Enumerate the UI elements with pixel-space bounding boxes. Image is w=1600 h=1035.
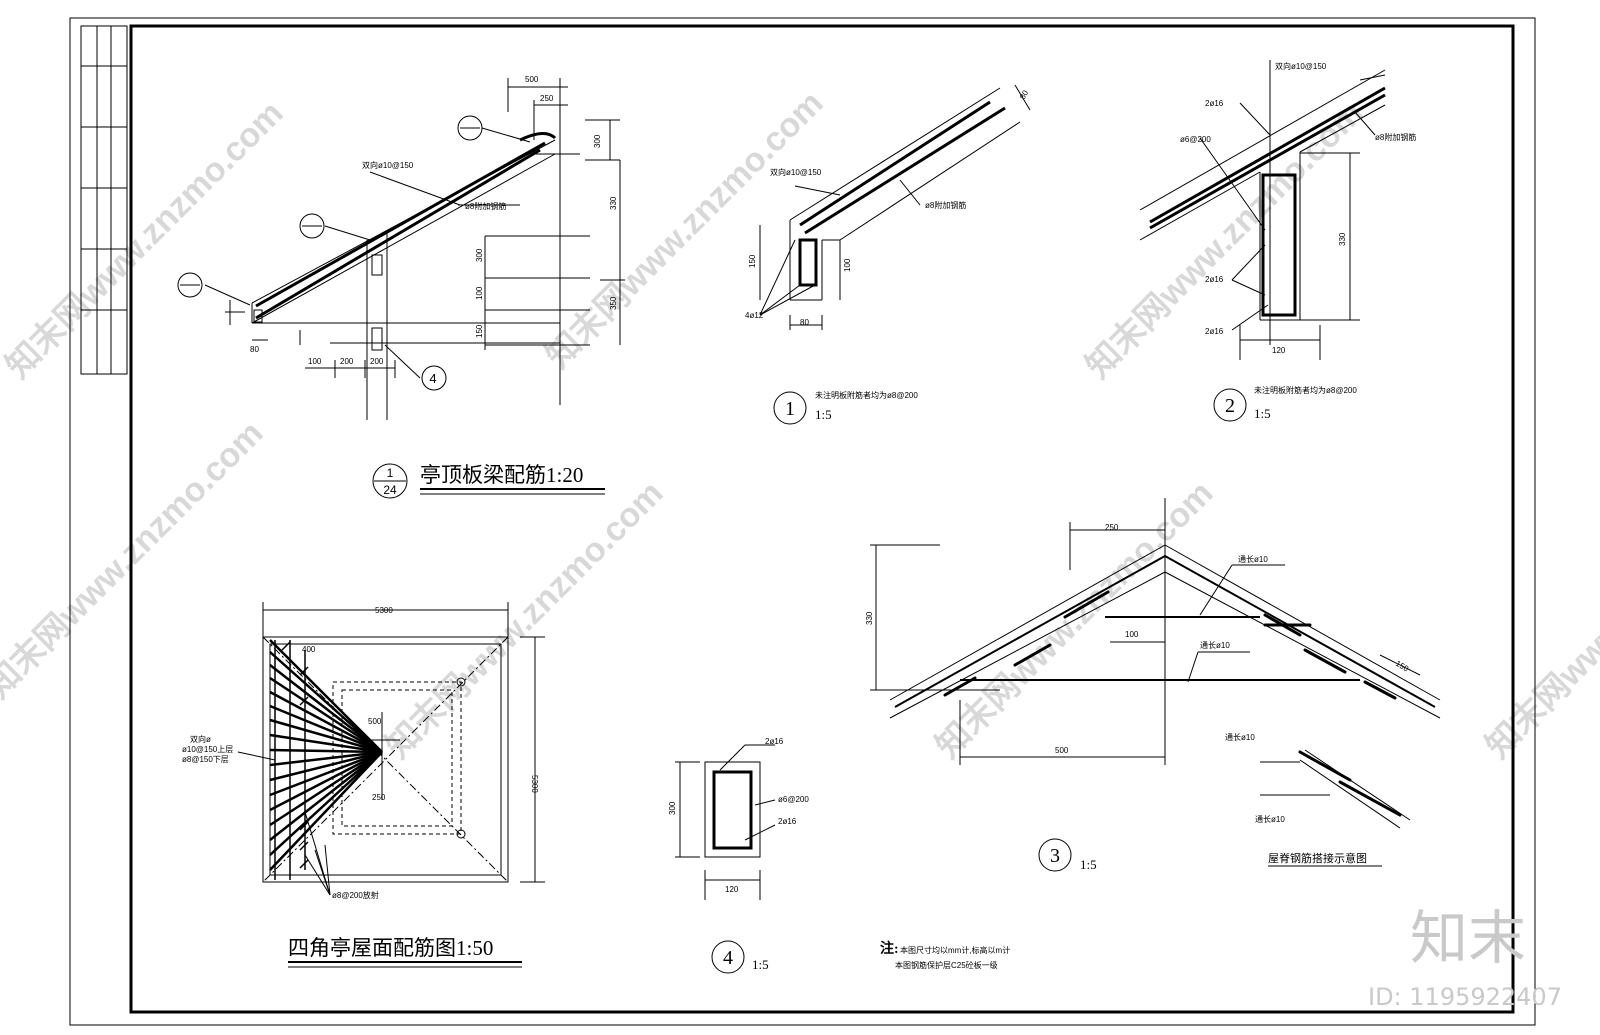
section-title: 1 24 亭顶板梁配筋1:20 [372,463,605,499]
rebar-label: 通长ø10 [1238,554,1268,564]
general-notes: 注: 本图尺寸均以mm计,标高以m计 本图钢筋保护层C25砼板一级 [880,940,1010,970]
rebar-label: 通长ø10 [1200,640,1230,650]
dimension: 350 [609,296,618,310]
detail-4-drawing: 2ø16 ø6@200 2ø16 300 120 4 1:5 [668,737,809,974]
rebar-label: ø8附加钢筋 [925,200,966,210]
rebar-label: 4ø12 [745,311,764,320]
detail-scale: 1:5 [752,957,769,972]
rebar-label: 2ø16 [778,817,797,826]
watermarks: 知末网www.znzmo.com 知末网www.znzmo.com 知末网www… [0,84,1600,766]
rebar-label: 2ø16 [1205,99,1224,108]
dimension: 200 [370,357,384,366]
dimension: 150 [475,324,484,338]
dimension: 100 [1125,630,1139,639]
dimension: 250 [1105,523,1119,532]
plan-title-text: 四角亭屋面配筋图1:50 [288,936,493,960]
detail-scale: 1:5 [815,407,832,422]
rebar-label: 双向ø10@150 [1275,61,1327,71]
dimension: 100 [475,286,484,300]
detail-note: 未注明板附筋者均为ø8@200 [1254,385,1357,395]
ridge-lap-title: 屋脊钢筋搭接示意图 [1268,851,1367,865]
dimension: 120 [725,885,739,894]
watermark-text: 知末网www.znzmo.com [1479,474,1600,766]
brand-id: ID: 1195922407 [1368,983,1562,1011]
rebar-label: 2ø16 [1205,327,1224,336]
section-sheet: 24 [383,483,397,497]
brand-logo: 知末 [1410,904,1526,972]
watermark-text: 知末网www.znzmo.com [0,94,291,386]
dimension: 120 [1272,346,1286,355]
note-line: 本图钢筋保护层C25砼板一级 [895,960,998,970]
detail-scale: 1:5 [1080,857,1097,872]
dimension: 300 [668,801,677,815]
rebar-label: ø6@200 [1180,135,1211,144]
dimension: 330 [609,196,618,210]
dimension: 250 [540,94,554,103]
dimension: 330 [1338,232,1347,246]
dimension: 100 [308,357,322,366]
dimension: 5300 [530,775,539,793]
dimension: 80 [1018,88,1031,101]
rebar-label: ø10@150上层 [182,745,233,754]
watermark-text: 知末网www.znzmo.com [0,414,271,706]
section-number: 1 [387,466,394,480]
dimension: 250 [372,793,386,802]
rebar-label: 双向ø10@150 [770,167,822,177]
detail-scale: 1:5 [1254,406,1271,421]
detail-callout: 3 [1050,845,1060,867]
dimension: 330 [865,611,874,625]
detail-callout: 2 [1225,395,1235,417]
watermark-text: 知末网www.znzmo.com [379,474,671,766]
drawing-frame [69,17,1536,1026]
detail-2-drawing: 双向ø10@150 2ø16 ø6@200 ø8附加钢筋 2ø16 2ø16 3… [1139,60,1416,422]
rebar-label: ø8附加钢筋 [1375,132,1416,142]
rebar-label: 双向ø10@150 [362,160,414,170]
dimension: 300 [475,248,484,262]
rebar-label: ø8@200放射 [332,890,379,900]
dimension: 400 [302,645,316,654]
detail-1-drawing: 双向ø10@150 ø8附加钢筋 4ø12 150 100 80 80 未注明板… [745,84,1031,425]
dimension: 500 [1055,746,1069,755]
detail-note: 未注明板附筋者均为ø8@200 [815,390,918,400]
dimension: 80 [250,345,259,354]
roof-plan-drawing: 5300 5300 400 500 250 双向ø ø10@150上层 ø8@1… [182,602,545,968]
watermark-text: 知末网www.znzmo.com [539,84,831,376]
rebar-label: 双向ø [190,734,211,744]
note-label: 注: [880,940,899,957]
rebar-label: 通长ø10 [1255,814,1285,824]
rebar-label: 通长ø10 [1225,732,1255,742]
detail-3-drawing: 250 330 100 500 150 通长ø10 通长ø10 通长ø10 通长… [865,498,1441,872]
dimension: 200 [340,357,354,366]
brand-watermark: 知末 ID: 1195922407 [1368,904,1562,1011]
dimension: 150 [1394,659,1411,674]
rebar-label: ø8附加钢筋 [465,201,506,211]
dimension: 80 [800,318,809,327]
rebar-label: 2ø16 [1205,275,1224,284]
dimension: 500 [368,717,382,726]
roof-section-drawing: 4 500 250 300 330 350 300 100 150 200 20… [177,75,625,499]
rebar-label: ø6@200 [778,795,809,804]
dimension: 300 [593,134,602,148]
dimension: 500 [525,75,539,84]
rebar-label: 2ø16 [765,737,784,746]
dimension: 150 [748,254,757,268]
section-title-text: 亭顶板梁配筋1:20 [420,463,583,487]
dimension: 100 [843,258,852,272]
plan-title: 四角亭屋面配筋图1:50 [288,936,522,968]
detail-callout: 4 [723,947,733,969]
title-strip [80,25,128,375]
detail-callout: 1 [785,398,795,420]
rebar-label: ø8@150下层 [182,755,229,764]
callout-label: 4 [429,371,436,386]
note-line: 本图尺寸均以mm计,标高以m计 [900,945,1010,955]
dimension: 5300 [375,606,393,615]
